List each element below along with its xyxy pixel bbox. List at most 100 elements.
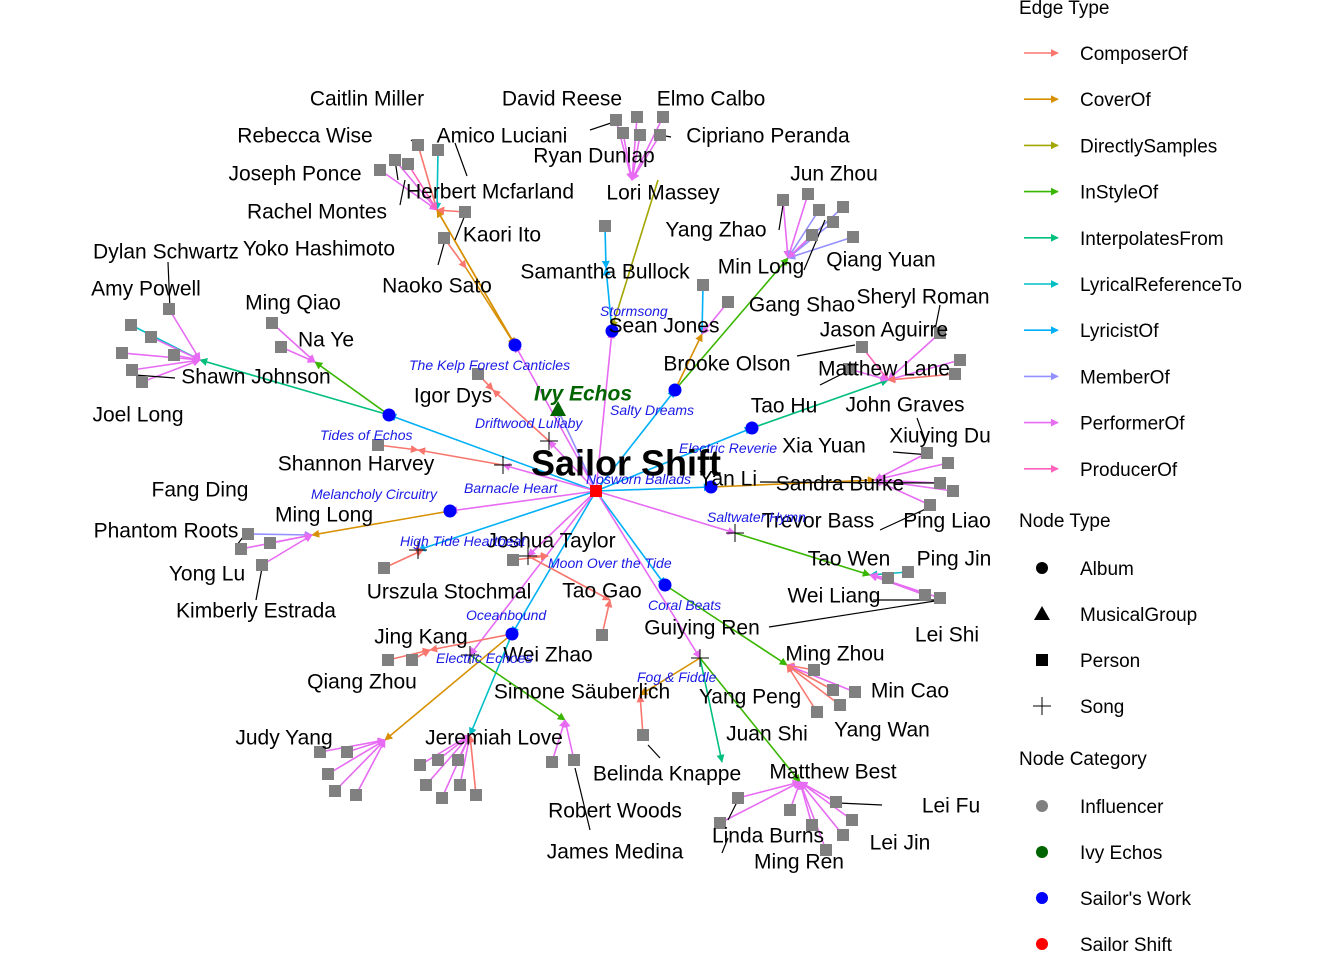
person-node bbox=[459, 206, 471, 218]
legend-category-ivy-echos: Ivy Echos bbox=[1080, 843, 1162, 864]
graph-nodes bbox=[116, 111, 966, 856]
work-label-moon-over-the-tide: Moon Over the Tide bbox=[548, 555, 672, 571]
person-label-simone-sauberlich: Simone Säuberlich bbox=[494, 681, 670, 704]
edge-source-9-2 bbox=[786, 663, 856, 693]
person-label-tao-hu: Tao Hu bbox=[751, 395, 818, 418]
person-label-qiang-zhou: Qiang Zhou bbox=[307, 671, 417, 694]
legend-category-title: Node Category bbox=[1019, 749, 1147, 770]
person-node bbox=[919, 589, 931, 601]
edge-work-fog-fiddle-13 bbox=[699, 657, 801, 783]
person-node bbox=[266, 317, 278, 329]
song-node-driftwood-lullaby bbox=[540, 432, 558, 450]
person-node bbox=[414, 759, 426, 771]
person-label-xiuying-du: Xiuying Du bbox=[889, 425, 991, 448]
person-label-fang-ding: Fang Ding bbox=[152, 479, 249, 502]
person-node bbox=[732, 792, 744, 804]
legend: Edge TypeComposerOfCoverOfDirectlySample… bbox=[1019, 0, 1242, 956]
edge-source-5-1 bbox=[887, 332, 941, 381]
person-label-jeremiah-love: Jeremiah Love bbox=[425, 727, 563, 750]
person-label-juan-shi: Juan Shi bbox=[726, 723, 808, 746]
person-node bbox=[806, 819, 818, 831]
person-label-linda-burns: Linda Burns bbox=[712, 825, 824, 848]
edge-source-7-3 bbox=[269, 532, 313, 544]
legend-edge-producerof: ProducerOf bbox=[1080, 460, 1178, 481]
edge-source-2-1 bbox=[786, 193, 809, 259]
edge-source-9-3 bbox=[786, 664, 818, 713]
edge-source-6-0 bbox=[874, 452, 928, 481]
person-node bbox=[116, 347, 128, 359]
edge-center-tides-of-echos bbox=[388, 413, 597, 492]
edge-source-11-0 bbox=[419, 734, 471, 766]
edge-center-the-kelp-forest-canticles bbox=[514, 344, 597, 492]
edge-source-6-3 bbox=[874, 477, 954, 492]
leader-line bbox=[454, 214, 466, 241]
edge-source-13-5 bbox=[799, 781, 844, 836]
leader-line bbox=[916, 417, 926, 441]
person-node bbox=[341, 746, 353, 758]
person-label-yang-peng: Yang Peng bbox=[699, 686, 801, 709]
person-label-judy-yang: Judy Yang bbox=[235, 727, 332, 750]
edge-source-2-2 bbox=[787, 209, 820, 259]
edge-work-tides-of-echos-4 bbox=[314, 361, 390, 416]
edge-work-salty-dreams-2 bbox=[674, 257, 789, 391]
leader-line bbox=[721, 837, 729, 854]
legend-node-type-song: Song bbox=[1080, 697, 1124, 718]
leader-line bbox=[778, 204, 784, 231]
person-node bbox=[631, 111, 643, 123]
person-node bbox=[402, 158, 414, 170]
edge-source-13-6 bbox=[798, 781, 827, 851]
center-node bbox=[590, 485, 602, 497]
edge-center-stormsong bbox=[595, 330, 616, 492]
edge-direct-sample bbox=[610, 179, 659, 329]
person-node bbox=[546, 756, 558, 768]
person-node bbox=[322, 768, 334, 780]
edge-source-1-5 bbox=[622, 132, 635, 181]
edge-work-electric-reverie-5 bbox=[751, 378, 889, 429]
leader-line bbox=[647, 744, 661, 759]
person-label-tao-wen: Tao Wen bbox=[808, 548, 891, 571]
edge-source-1-2 bbox=[631, 116, 664, 181]
edge-source-13-0 bbox=[737, 779, 801, 799]
edge-source-13-4 bbox=[799, 781, 853, 821]
person-label-ping-liao: Ping Liao bbox=[903, 510, 991, 533]
person-node bbox=[125, 319, 137, 331]
legend-category-sailor-s-work: Sailor's Work bbox=[1080, 889, 1191, 910]
person-label-shawn-johnson: Shawn Johnson bbox=[181, 366, 330, 389]
person-label-na-ye: Na Ye bbox=[298, 329, 354, 352]
person-node bbox=[934, 592, 946, 604]
person-label-min-long: Min Long bbox=[718, 256, 804, 279]
person-label-ming-long: Ming Long bbox=[275, 504, 373, 527]
edge-source-12-1 bbox=[562, 719, 575, 761]
work-label-oceanbound: Oceanbound bbox=[466, 607, 547, 623]
person-label-naoko-sato: Naoko Sato bbox=[382, 275, 492, 298]
person-label-samantha-bullock: Samantha Bullock bbox=[520, 261, 690, 284]
person-label-jing-kang: Jing Kang bbox=[374, 626, 467, 649]
person-label-guiying-ren: Guiying Ren bbox=[644, 617, 760, 640]
legend-category-swatch bbox=[1036, 800, 1048, 812]
edge-source-9-4 bbox=[786, 664, 841, 706]
album-node-electric-reverie bbox=[745, 421, 759, 435]
legend-edge-lyricistof: LyricistOf bbox=[1080, 321, 1159, 342]
legend-edge-instyleof: InStyleOf bbox=[1080, 183, 1159, 204]
person-node bbox=[837, 201, 849, 213]
person-label-yoko-hashimoto: Yoko Hashimoto bbox=[243, 238, 395, 261]
person-node bbox=[374, 164, 386, 176]
legend-edge-directlysamples: DirectlySamples bbox=[1080, 136, 1217, 157]
legend-node-type-title: Node Type bbox=[1019, 511, 1111, 532]
person-node bbox=[145, 331, 157, 343]
person-node bbox=[811, 706, 823, 718]
edge-source-19-0 bbox=[636, 694, 645, 736]
person-node bbox=[834, 699, 846, 711]
work-label-coral-beats: Coral Beats bbox=[648, 597, 721, 613]
edge-source-11-4 bbox=[441, 734, 471, 799]
person-node bbox=[382, 654, 394, 666]
edge-work-melancholy-circuitry-7 bbox=[311, 510, 451, 538]
person-label-trevor-bass: Trevor Bass bbox=[762, 510, 874, 533]
person-node bbox=[882, 572, 894, 584]
person-label-lori-massey: Lori Massey bbox=[606, 182, 720, 205]
person-label-cipriano-peranda: Cipriano Peranda bbox=[686, 125, 850, 148]
edge-work-fog-fiddle-19 bbox=[639, 657, 701, 696]
person-label-kimberly-estrada: Kimberly Estrada bbox=[176, 600, 336, 623]
leader-line bbox=[768, 600, 936, 628]
